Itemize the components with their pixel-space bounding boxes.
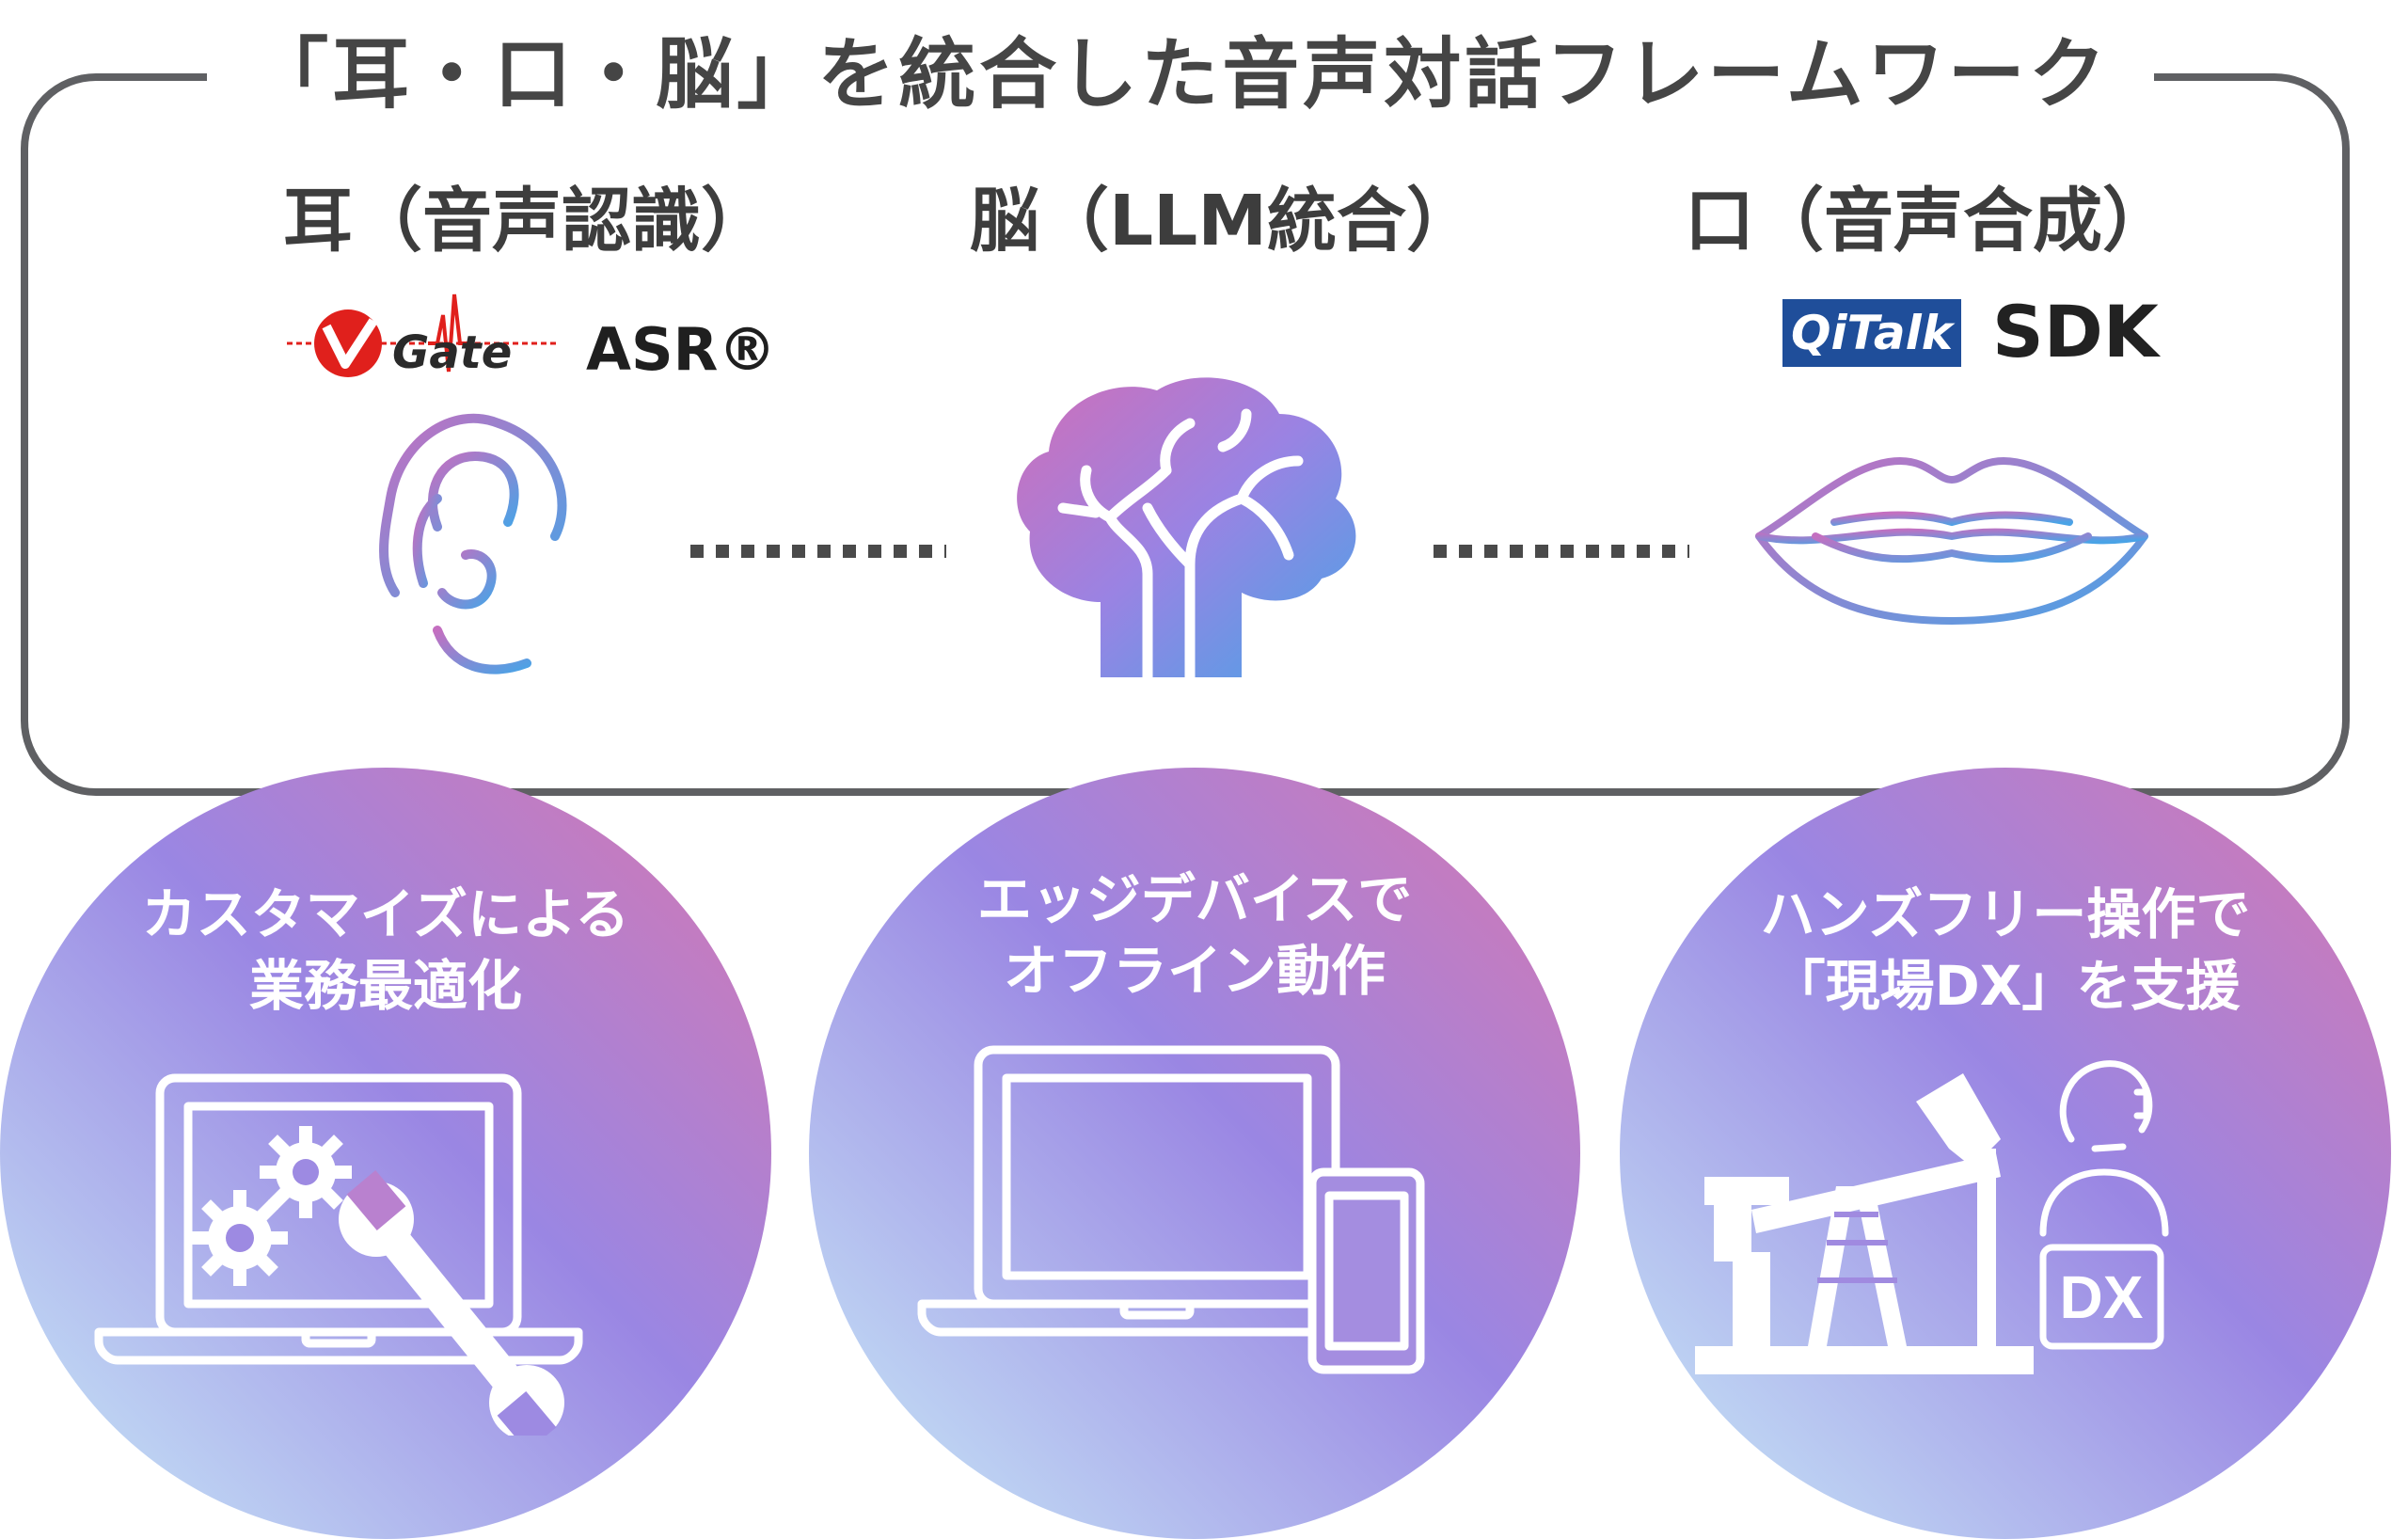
dx-badge: DX <box>2039 1244 2164 1350</box>
feature-2-line2: オフライン動作 <box>1003 939 1386 1003</box>
heading-mouth: 口（音声合成） <box>1685 181 2172 262</box>
vgate-mark-icon: Gate <box>287 294 560 379</box>
vgate-wordmark: Gate <box>392 326 512 379</box>
heading-ear: 耳（音声認識） <box>283 181 770 262</box>
ear-icon <box>278 413 567 674</box>
dx-badge-label: DX <box>2060 1263 2144 1331</box>
laptop-gears-wrench-icon <box>94 1073 583 1436</box>
framework-title: 「耳・口・脳」を統合した音声対話フレームワーク <box>207 19 2154 132</box>
vgate-asr-logo: Gate ASR® <box>287 287 776 390</box>
brain-icon <box>1017 377 1356 683</box>
feature-circle-handsfree-dx: ハンズフリー操作で 「現場DX」を支援 DX <box>1620 768 2391 1539</box>
sdk-label: SDK <box>1992 290 2159 373</box>
feature-circle-customization: カスタマイズによる 業務最適化 <box>0 768 771 1539</box>
lips-icon <box>1755 457 2201 625</box>
laptop-smartphone-icon <box>917 1045 1425 1374</box>
feature-circle-edge-offline: エッジデバイスで オフライン動作 <box>809 768 1580 1539</box>
asr-label: ASR® <box>586 315 777 384</box>
connector-ear-brain <box>690 545 946 558</box>
feature-1-line2: 業務最適化 <box>248 954 522 1018</box>
heading-brain: 脳（LLM統合） <box>970 181 1476 262</box>
pumpjack-operator-dx-icon: DX <box>1695 1060 2169 1374</box>
feature-2-line1: エッジデバイスで <box>976 867 1413 931</box>
qitalk-logo: QiTalk <box>1782 299 1961 367</box>
feature-3-line2: 「現場DX」を支援 <box>1770 954 2241 1018</box>
feature-1-line1: カスタマイズによる <box>141 882 630 946</box>
feature-3-line1: ハンズフリー操作で <box>1760 882 2251 946</box>
connector-brain-mouth <box>1434 545 1689 558</box>
